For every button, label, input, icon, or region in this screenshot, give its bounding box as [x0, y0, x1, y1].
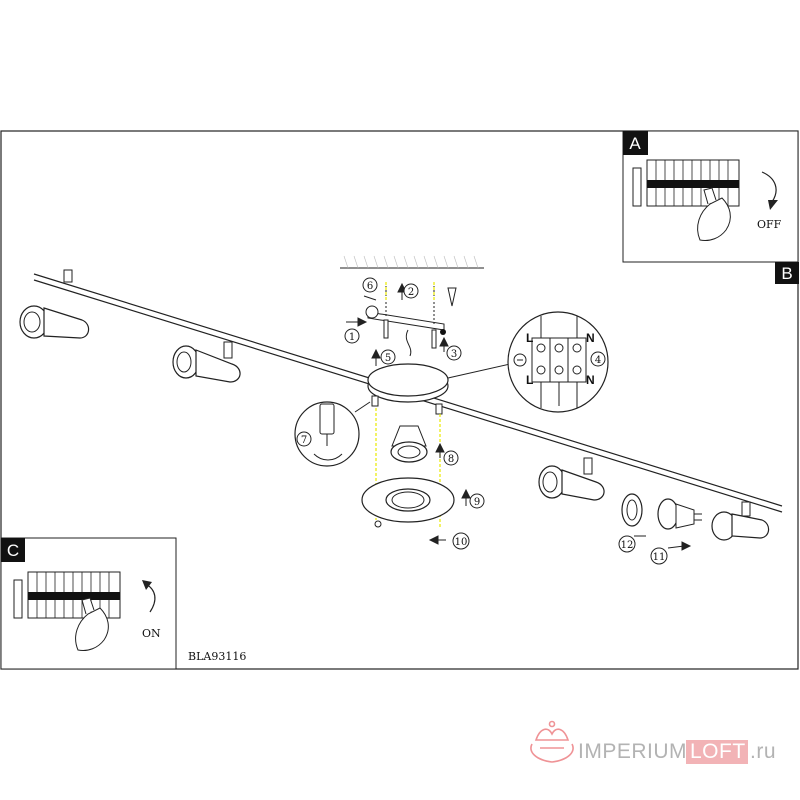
terminal-bottom-right: N [586, 373, 595, 387]
panel-c: C ON [0, 537, 177, 670]
step-3: 3 [451, 349, 457, 360]
step-12: 12 [621, 540, 634, 551]
watermark-tld: .ru [750, 740, 776, 763]
step-9: 9 [474, 497, 480, 508]
panel-b-tag: B [781, 264, 792, 283]
spot-lamp-2 [172, 341, 241, 383]
spot-lamp-4 [711, 501, 770, 541]
panel-c-action: ON [142, 627, 161, 640]
step-5: 5 [385, 353, 391, 364]
panel-c-tag-box [1, 538, 25, 562]
canopy [367, 363, 449, 415]
center-spot-bulb [390, 425, 428, 463]
detail-lampholder [294, 401, 371, 467]
step-1: 1 [349, 332, 355, 343]
watermark-brand: IMPERIUM [578, 740, 687, 763]
terminal-bottom-left: L [526, 373, 533, 387]
screwdriver-icon [447, 287, 457, 307]
panel-a-tag: A [629, 134, 641, 153]
step-8: 8 [448, 454, 454, 465]
breaker-switch-c [13, 571, 121, 619]
curved-arrow-down-icon [761, 171, 777, 203]
step-labels: 1 2 3 4 5 6 7 8 9 10 11 12 [296, 277, 668, 565]
panel-b-tag-box [775, 262, 799, 284]
step-arrows [346, 282, 692, 551]
step-4: 4 [595, 355, 601, 366]
panel-a-action: OFF [757, 218, 782, 231]
step-10: 10 [455, 537, 468, 548]
step-7: 7 [301, 435, 307, 446]
spot-lamp-3 [538, 457, 605, 501]
panel-a-tag-box [623, 131, 648, 155]
terminal-top-left: L [526, 331, 533, 345]
mounting-bracket [365, 282, 457, 357]
hand-icon-c [75, 607, 109, 651]
detail-terminal-block: L N L N [447, 311, 609, 413]
hand-icon-a [697, 197, 731, 241]
spot-lamp-1 [19, 269, 90, 339]
ceiling-hatch [340, 255, 484, 269]
step-2: 2 [408, 287, 414, 298]
model-code: BLA93116 [188, 650, 246, 663]
watermark-box-text: LOFT [690, 740, 746, 763]
terminal-top-right: N [586, 331, 595, 345]
outer-frame [0, 130, 799, 670]
step-11: 11 [653, 552, 666, 563]
trim-ring [361, 477, 455, 528]
crown-logo-icon [530, 720, 574, 763]
step-6: 6 [367, 281, 373, 292]
watermark: IMPERIUM LOFT .ru [530, 720, 776, 764]
breaker-switch-a [632, 159, 740, 207]
watermark-box [686, 740, 748, 764]
panel-c-tag: C [7, 541, 19, 560]
panel-b: B [775, 262, 799, 284]
exploded-bulb [621, 493, 702, 530]
panel-a: A OFF [622, 130, 799, 263]
